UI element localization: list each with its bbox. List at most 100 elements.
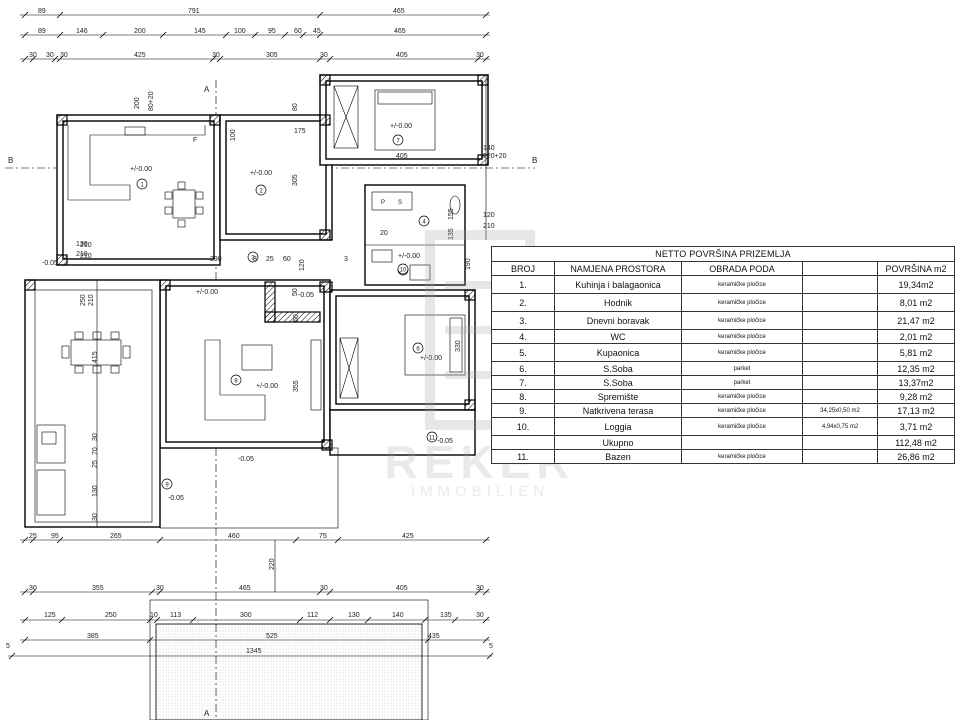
row-floor-finish: parket xyxy=(681,375,803,390)
room-marker-circle xyxy=(418,215,430,227)
dim-label: 60 xyxy=(294,28,302,35)
dim-label: 89 xyxy=(38,28,46,35)
section-a-bottom: A xyxy=(204,709,210,718)
dim-label: 30 xyxy=(476,52,484,59)
level-label: -0.05 xyxy=(437,438,453,445)
dim-label: 405 xyxy=(396,585,408,592)
dim-label: 120 xyxy=(299,259,306,271)
row-extra xyxy=(802,435,878,450)
dimension-tick xyxy=(364,616,372,624)
dimension-tick xyxy=(156,536,164,544)
dim-label: 300 xyxy=(240,612,252,619)
dim-label: 330 xyxy=(455,340,462,352)
row-extra xyxy=(802,361,878,376)
dim-label: 30 xyxy=(29,585,37,592)
dim-label: 265 xyxy=(110,533,122,540)
dim-label: 140 xyxy=(483,145,495,152)
dim-label: 190 xyxy=(465,258,472,270)
dim-label: 30 xyxy=(92,433,99,441)
level-label: +/-0.00 xyxy=(390,123,412,130)
table-title: NETTO POVRŠINA PRIZEMLJA xyxy=(491,246,955,262)
row-number: 11. xyxy=(491,449,555,464)
dim-label: 425 xyxy=(134,52,146,59)
dim-label: 355 xyxy=(92,585,104,592)
dim-label: 140 xyxy=(392,612,404,619)
bottom-dimension-lines xyxy=(8,536,494,660)
dim-label: 30 xyxy=(46,52,54,59)
row-floor-finish: keramičke pločice xyxy=(681,417,803,436)
dim-label: 25 xyxy=(266,256,274,263)
dim-label: 25 xyxy=(29,533,37,540)
row-extra xyxy=(802,329,878,344)
dim-label: 60 xyxy=(293,314,300,322)
dim-label: 30 xyxy=(476,612,484,619)
level-label: +/-0.00 xyxy=(398,253,420,260)
dimension-tick xyxy=(326,55,334,63)
dim-label: 290 xyxy=(210,256,222,263)
dim-label: 25 xyxy=(92,460,99,468)
row-extra xyxy=(802,343,878,362)
dim-label: 405 xyxy=(396,153,408,160)
dim-label: 130 xyxy=(76,241,88,248)
row-area: 13,37m2 xyxy=(877,375,955,390)
dimension-tick xyxy=(56,536,64,544)
dim-label: 425 xyxy=(402,533,414,540)
dim-label: 135 xyxy=(448,228,455,240)
level-label: -0.05 xyxy=(238,456,254,463)
row-floor-finish: keramičke pločice xyxy=(681,311,803,330)
row-number: 7. xyxy=(491,375,555,390)
row-area: 12,35 m2 xyxy=(877,361,955,376)
row-extra xyxy=(802,375,878,390)
row-floor-finish: keramičke pločice xyxy=(681,275,803,294)
dimension-tick xyxy=(153,616,161,624)
room-number: 9 xyxy=(165,483,169,489)
dimension-tick xyxy=(222,31,230,39)
dimension-tick xyxy=(21,636,29,644)
dim-label: 45 xyxy=(313,28,321,35)
dim-label: 5 xyxy=(6,643,10,650)
dim-label: 210 xyxy=(76,251,88,258)
room-marker-circle xyxy=(255,184,267,196)
row-number: 10. xyxy=(491,417,555,436)
dim-label: 30 xyxy=(156,585,164,592)
dim-label: 30 xyxy=(320,52,328,59)
dimension-tick xyxy=(482,616,490,624)
dim-label: 465 xyxy=(239,585,251,592)
row-purpose: Dnevni boravak xyxy=(554,311,682,330)
dimension-tick xyxy=(316,588,324,596)
dim-label: 250 xyxy=(80,294,87,306)
dim-label: 120 xyxy=(483,212,495,219)
dimension-tick xyxy=(474,55,482,63)
dimension-tick xyxy=(334,536,342,544)
dim-label: 112 xyxy=(307,612,318,619)
room-marker-circle xyxy=(136,178,148,190)
wc-p-label: P xyxy=(381,200,385,206)
dimension-tick xyxy=(482,536,490,544)
dimension-tick xyxy=(29,536,37,544)
row-purpose: Kuhinja i balagaonica xyxy=(554,275,682,294)
dim-label: 20 xyxy=(380,230,388,237)
room-number: 8 xyxy=(234,379,238,385)
row-area: 26,86 m2 xyxy=(877,449,955,464)
row-area: 9,28 m2 xyxy=(877,389,955,404)
level-label: +/-0.00 xyxy=(250,170,272,177)
dimension-tick xyxy=(8,652,16,660)
row-number: 8. xyxy=(491,389,555,404)
dim-label: 210 xyxy=(88,294,95,306)
dim-label: 100 xyxy=(230,129,237,141)
row-extra xyxy=(802,311,878,330)
dimension-tick xyxy=(56,11,64,19)
dimension-tick xyxy=(159,31,167,39)
dim-label: 210 xyxy=(80,253,92,260)
header-namjena: NAMJENA PROSTORA xyxy=(554,261,682,276)
dim-label: 210 xyxy=(80,242,92,249)
top-dimension-row-3: 30 30 30 425 30 305 30 405 30 xyxy=(29,52,484,59)
dimension-tick xyxy=(421,616,429,624)
